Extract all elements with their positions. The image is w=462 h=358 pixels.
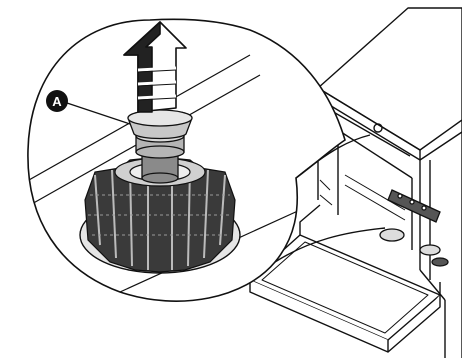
callout-label: A	[52, 94, 62, 109]
spray-arm	[380, 190, 448, 266]
callout-a: A	[46, 90, 68, 112]
